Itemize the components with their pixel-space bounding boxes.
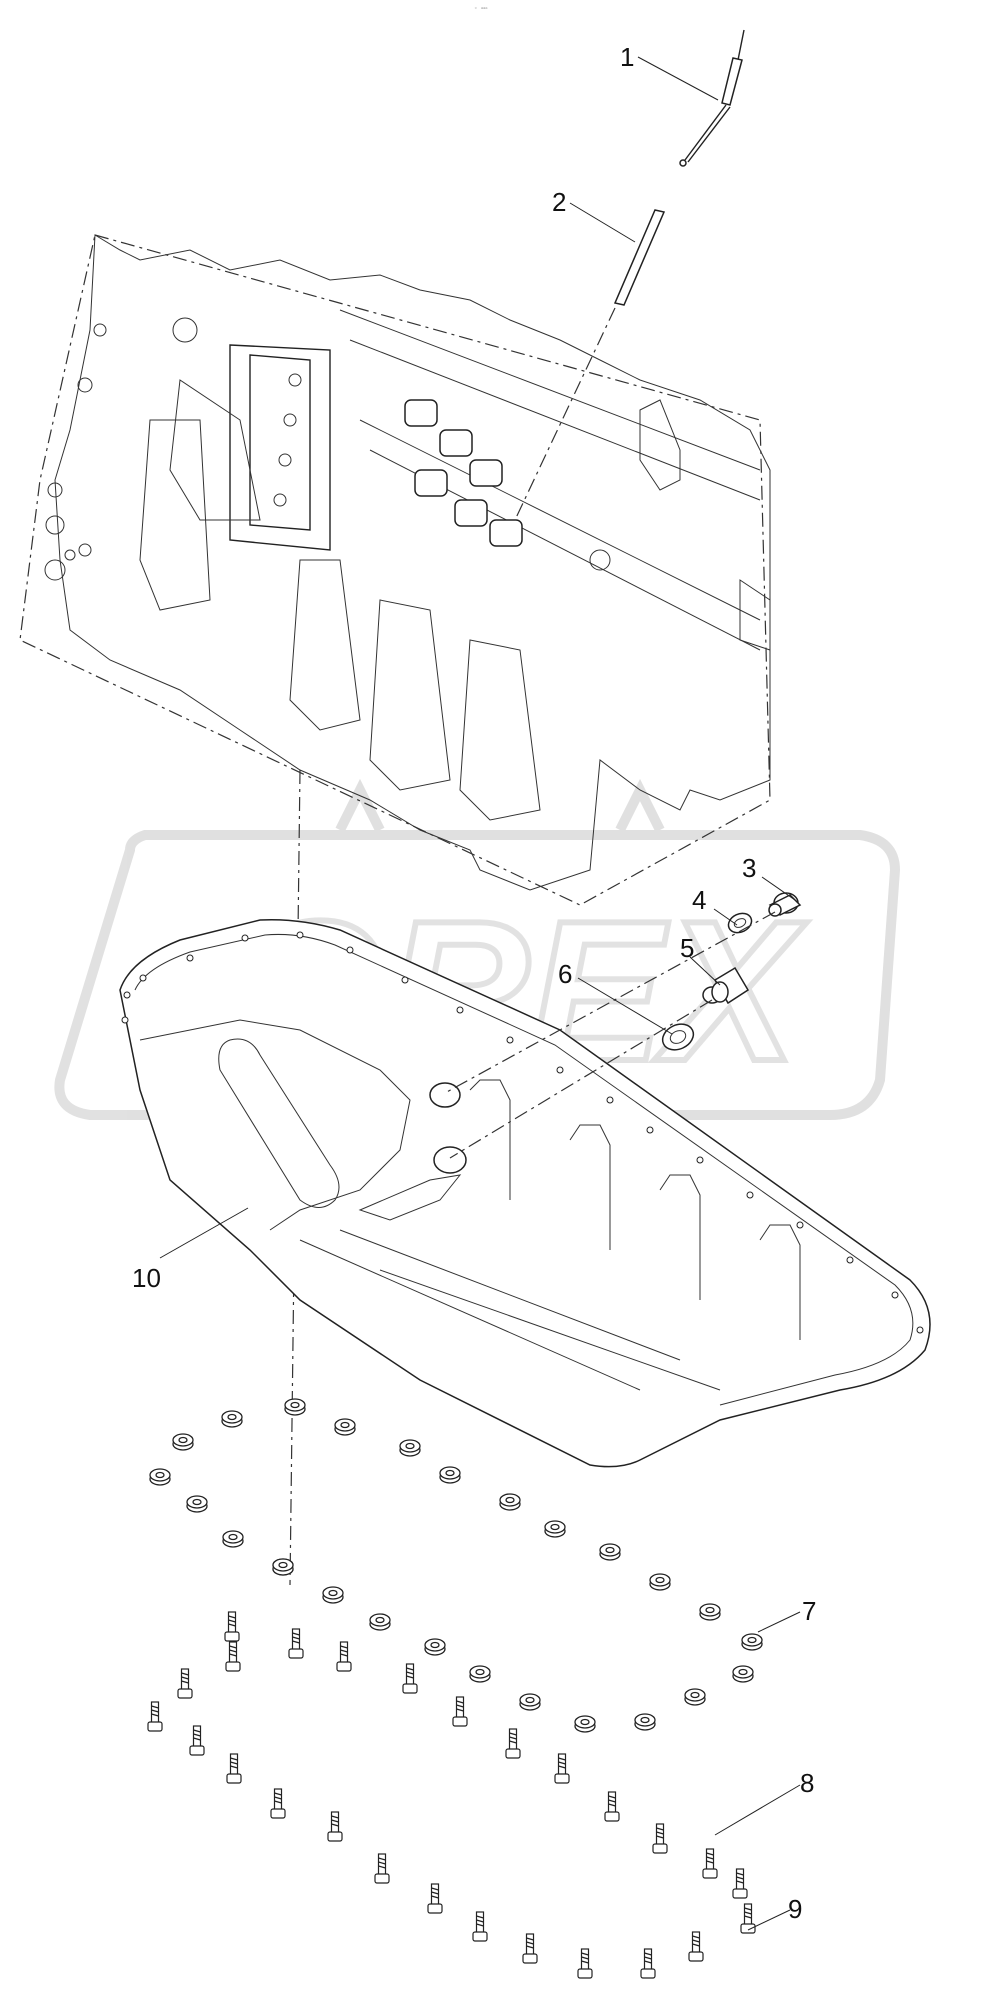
washer-item	[221, 1410, 243, 1428]
plug-axis-upper	[444, 911, 776, 1094]
washer-item	[599, 1543, 621, 1561]
washer-item	[399, 1439, 421, 1457]
bolts-group	[147, 1611, 756, 1979]
washer-item	[544, 1520, 566, 1538]
drain-boss-upper	[429, 1082, 461, 1108]
bolt-item	[288, 1628, 304, 1659]
bolt-item	[147, 1701, 163, 1732]
callout-5: 5	[680, 933, 694, 963]
bolt-item	[688, 1931, 704, 1962]
washer-item	[699, 1603, 721, 1621]
washer-item	[369, 1613, 391, 1631]
dipstick	[679, 29, 745, 167]
bolt-item	[505, 1728, 521, 1759]
plug-large	[702, 966, 750, 1005]
bolt-item	[402, 1663, 418, 1694]
callout-labels: 1 2 3 4 5 6 7 8 9 10	[132, 42, 816, 1924]
callout-2: 2	[552, 187, 566, 217]
washer-item	[322, 1586, 344, 1604]
bolt-item	[472, 1911, 488, 1942]
washer-item	[172, 1433, 194, 1451]
bolt-item	[374, 1853, 390, 1884]
bolt-item	[652, 1823, 668, 1854]
bolt-item	[577, 1948, 593, 1979]
washer-item	[284, 1398, 306, 1416]
callout-6: 6	[558, 959, 572, 989]
washer-item	[439, 1466, 461, 1484]
bolt-item	[554, 1753, 570, 1784]
washer-item	[469, 1665, 491, 1683]
bolt-item	[336, 1641, 352, 1672]
callout-10: 10	[132, 1263, 161, 1293]
bolt-item	[270, 1788, 286, 1819]
washer-item	[186, 1495, 208, 1513]
washer-item	[649, 1573, 671, 1591]
washer-item	[634, 1713, 656, 1731]
washer-item	[272, 1558, 294, 1576]
bolt-item	[640, 1948, 656, 1979]
washer-item	[732, 1665, 754, 1683]
washer-item	[684, 1688, 706, 1706]
washer-item	[741, 1633, 763, 1651]
bolt-item	[732, 1868, 748, 1899]
washer-large	[661, 1023, 695, 1051]
callout-1: 1	[620, 42, 634, 72]
callout-3: 3	[742, 853, 756, 883]
leader-lines	[159, 56, 801, 1931]
bolt-item	[225, 1641, 241, 1672]
washer-item	[499, 1493, 521, 1511]
bolt-item	[604, 1791, 620, 1822]
bolt-item	[224, 1611, 240, 1642]
washer-item	[334, 1418, 356, 1436]
engine-block	[19, 234, 771, 906]
bolt-item	[177, 1668, 193, 1699]
bolt-item	[189, 1725, 205, 1756]
washer-item	[222, 1530, 244, 1548]
washers-group	[149, 1398, 763, 1733]
bolt-item	[522, 1933, 538, 1964]
plug-axis-lower	[449, 999, 713, 1159]
washer-item	[574, 1715, 596, 1733]
bolt-item	[327, 1811, 343, 1842]
callout-9: 9	[788, 1894, 802, 1924]
bolt-item	[702, 1848, 718, 1879]
bolt-item	[452, 1696, 468, 1727]
drain-boss-lower	[433, 1146, 467, 1174]
bolt-item	[740, 1903, 756, 1934]
oil-pan	[119, 918, 931, 1468]
guide-tube	[514, 209, 666, 521]
callout-7: 7	[802, 1596, 816, 1626]
bolt-item	[427, 1883, 443, 1914]
washer-item	[424, 1638, 446, 1656]
header-mark: ▫️ ▫▫▫	[472, 6, 488, 12]
callout-4: 4	[692, 885, 706, 915]
washer-item	[519, 1693, 541, 1711]
callout-8: 8	[800, 1768, 814, 1798]
bolt-item	[226, 1753, 242, 1784]
washer-item	[149, 1468, 171, 1486]
